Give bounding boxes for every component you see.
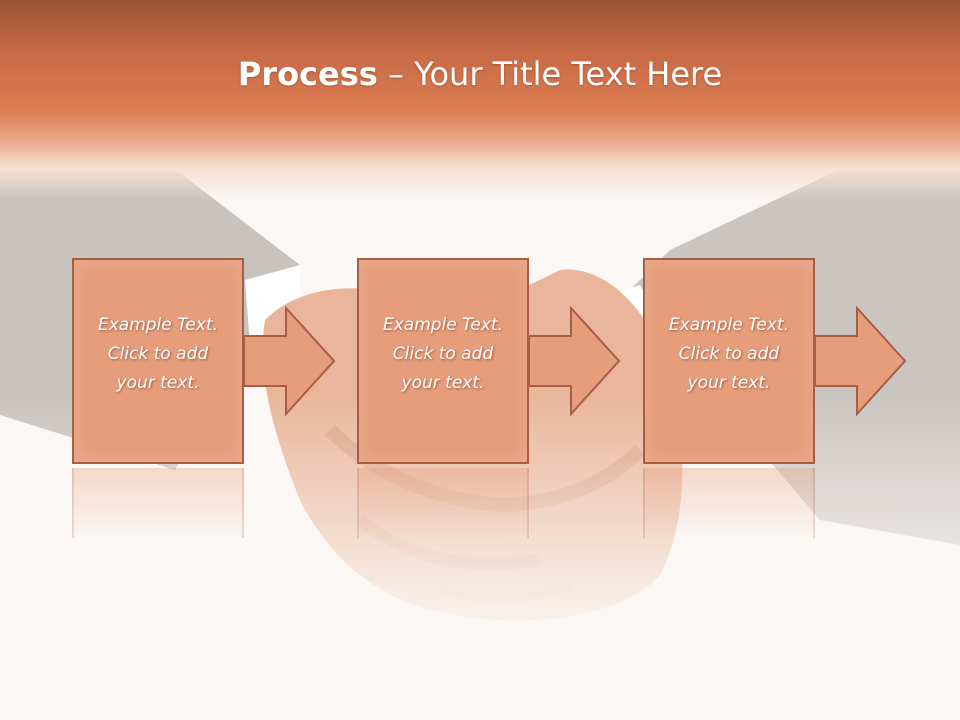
process-step-text-1[interactable]: Example Text. Click to add your text. xyxy=(72,311,244,398)
step-line: Click to add xyxy=(392,344,494,364)
step-line: your text. xyxy=(116,373,200,393)
step-line: Example Text. xyxy=(382,315,504,335)
arrow-right-icon xyxy=(244,306,336,416)
process-step-text-2[interactable]: Example Text. Click to add your text. xyxy=(357,311,529,398)
step-reflection-2 xyxy=(357,468,529,538)
step-reflection-1 xyxy=(72,468,244,538)
step-line: Example Text. xyxy=(668,315,790,335)
slide-title[interactable]: Process – Your Title Text Here xyxy=(0,52,960,96)
arrow-right-icon xyxy=(529,306,621,416)
process-step-box-2[interactable] xyxy=(357,258,529,464)
process-step-box-3[interactable] xyxy=(643,258,815,464)
step-line: Click to add xyxy=(107,344,209,364)
header-band xyxy=(0,0,960,200)
title-bold-text: Process xyxy=(237,55,378,93)
arrow-right-icon xyxy=(815,306,907,416)
step-line: your text. xyxy=(401,373,485,393)
step-line: Click to add xyxy=(678,344,780,364)
step-reflection-3 xyxy=(643,468,815,538)
step-line: your text. xyxy=(687,373,771,393)
title-rest-text: – Your Title Text Here xyxy=(377,55,723,93)
step-line: Example Text. xyxy=(97,315,219,335)
process-step-text-3[interactable]: Example Text. Click to add your text. xyxy=(643,311,815,398)
process-step-box-1[interactable] xyxy=(72,258,244,464)
